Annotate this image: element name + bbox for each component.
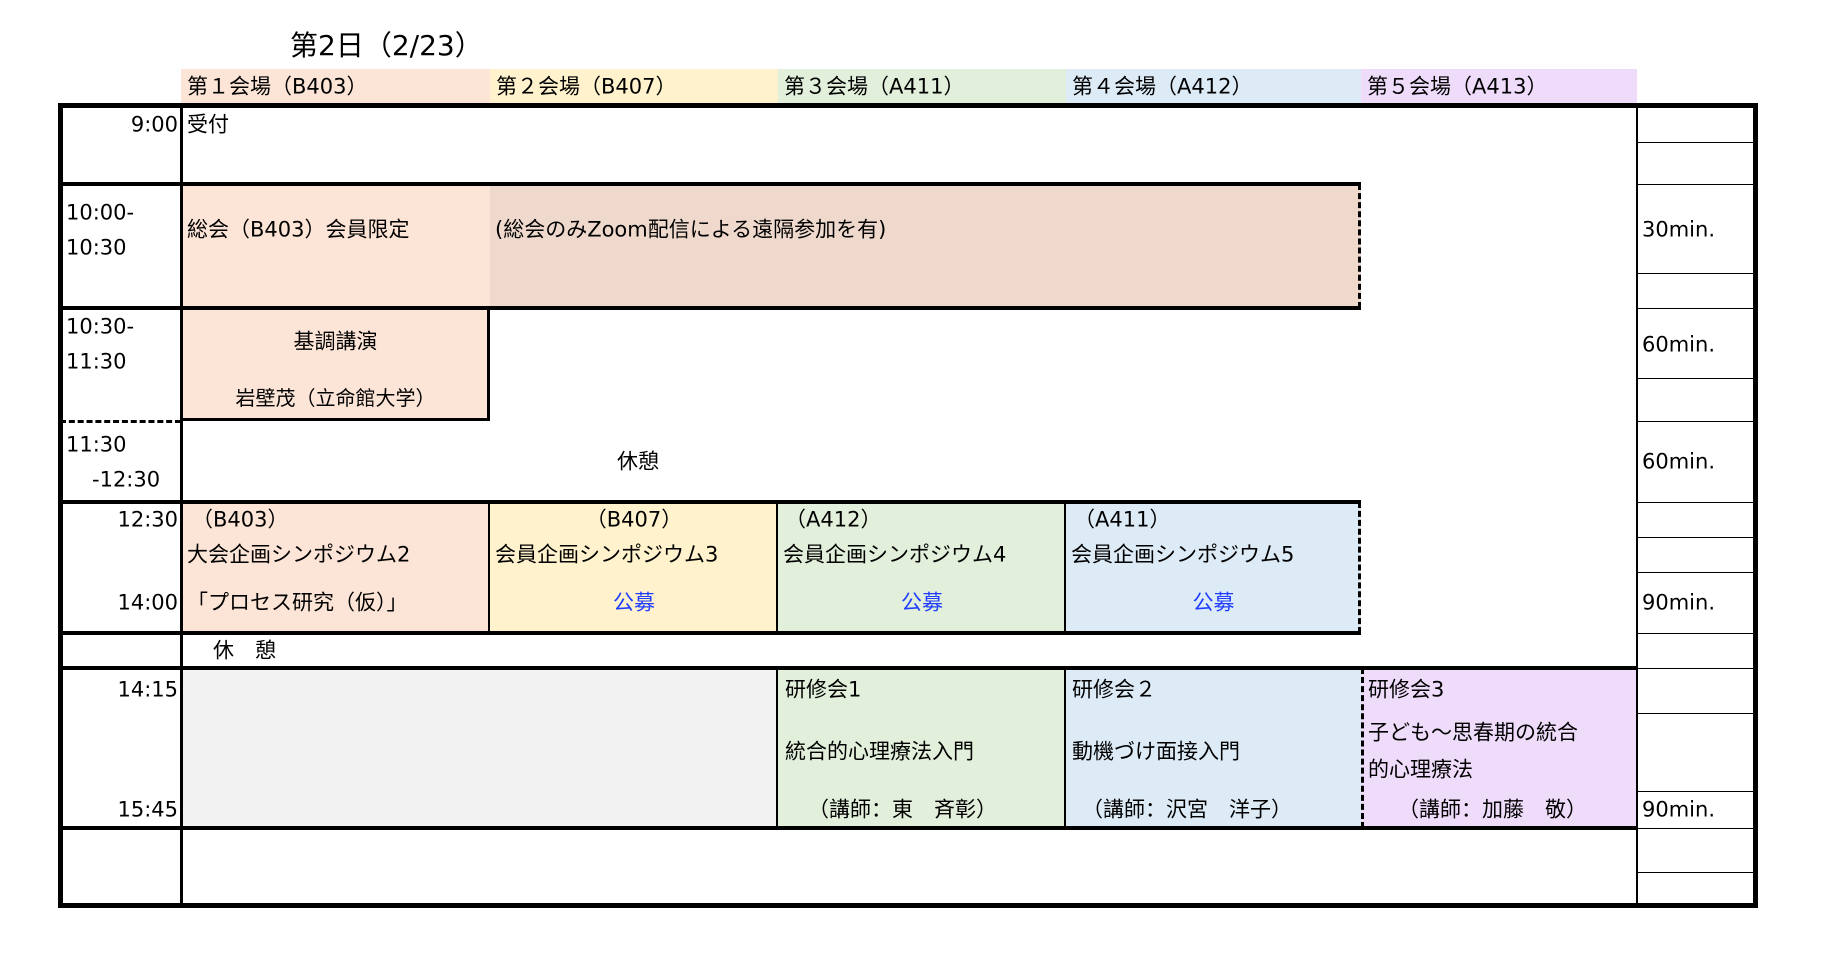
duration-row-line (1637, 378, 1755, 379)
workshop-title: 研修会3 (1368, 677, 1445, 702)
workshop-lecturer: （講師：沢宮 洋子） (1082, 797, 1292, 822)
duration-label: 30min. (1642, 217, 1715, 242)
symposium-title: 会員企画シンポジウム4 (783, 542, 1007, 567)
duration-row-line (1637, 828, 1755, 829)
venue-label: 第３会場（A411） (784, 74, 965, 99)
time-label: 14:00 (117, 590, 178, 615)
dashed-divider (60, 420, 181, 423)
time-label: 10:30 (66, 235, 127, 260)
duration-row-line (1637, 502, 1755, 503)
general-meeting-block (181, 184, 490, 308)
workshop-block-1 (778, 668, 1066, 828)
workshop-block-3 (1361, 668, 1637, 828)
symposium-subtitle: 「プロセス研究（仮）」 (187, 590, 408, 615)
time-label: 9:00 (130, 112, 178, 137)
time-label: 10:30- (66, 314, 135, 339)
venue-label: 第４会場（A412） (1072, 74, 1253, 99)
venue-header-4: 第４会場（A412） (1066, 69, 1361, 103)
duration-row-line (1637, 713, 1755, 714)
symposium-subtitle: 公募 (613, 590, 655, 615)
symposium-room: （A412） (785, 507, 882, 532)
workshop-topic: 動機づけ面接入門 (1072, 739, 1240, 764)
workshop-block-2 (1066, 668, 1361, 828)
symposium-block-4 (778, 502, 1066, 633)
workshop-lecturer: （講師：東 斉彰） (808, 797, 997, 822)
general-meeting-label: 総会（B403）会員限定 (187, 217, 410, 242)
break-label: 休 憩 (213, 638, 276, 663)
duration-column-divider (1636, 105, 1638, 906)
duration-row-line (1637, 572, 1755, 573)
time-column-divider (180, 421, 183, 906)
symposium-subtitle: 公募 (901, 590, 943, 615)
keynote-speaker: 岩壁茂（立命館大学） (235, 386, 436, 410)
venue-label: 第２会場（B407） (496, 74, 677, 99)
venue-header-1: 第１会場（B403） (181, 69, 490, 103)
time-label: -12:30 (92, 467, 161, 492)
duration-label: 60min. (1642, 449, 1715, 474)
time-column-divider (180, 105, 183, 421)
row-divider (60, 306, 1361, 310)
symposium-room: （B407） (585, 507, 683, 532)
general-meeting-note: (総会のみZoom配信による遠隔参加を有) (495, 217, 887, 242)
venue-label: 第１会場（B403） (187, 74, 368, 99)
time-label: 12:30 (117, 507, 178, 532)
row-divider (60, 500, 1361, 504)
time-label: 15:45 (117, 797, 178, 822)
duration-label: 90min. (1642, 797, 1715, 822)
general-meeting-remote-block (490, 184, 1361, 308)
keynote-block (181, 308, 490, 421)
page-title: 第2日（2/23） (290, 29, 483, 62)
symposium-block-2 (181, 502, 490, 633)
symposium-subtitle: 公募 (1192, 590, 1235, 615)
duration-row-line (1637, 142, 1755, 143)
venue-header-2: 第２会場（B407） (490, 69, 778, 103)
time-label: 10:00- (66, 200, 135, 225)
symposium-title: 会員企画シンポジウム3 (495, 542, 719, 567)
symposium-block-3 (490, 502, 778, 633)
workshop-topic: 的心理療法 (1368, 757, 1473, 782)
symposium-title: 大会企画シンポジウム2 (187, 542, 411, 567)
duration-row-line (1637, 668, 1755, 669)
keynote-title: 基調講演 (293, 329, 378, 354)
workshop-lecturer: （講師：加藤 敬） (1398, 797, 1587, 822)
break-label: 休憩 (617, 449, 659, 474)
time-label: 11:30 (66, 349, 127, 374)
duration-row-line (1637, 791, 1755, 792)
row-divider (60, 666, 1636, 670)
venue-header-5: 第５会場（A413） (1361, 69, 1637, 103)
workshop-topic: 子ども～思春期の統合 (1368, 720, 1578, 745)
symposium-room: （A411） (1074, 507, 1171, 532)
row-divider (60, 182, 1361, 186)
reception-label: 受付 (187, 112, 229, 137)
symposium-block-5 (1066, 502, 1361, 633)
duration-row-line (1637, 421, 1755, 422)
duration-row-line (1637, 308, 1755, 309)
row-divider (60, 826, 1636, 830)
workshop-title: 研修会２ (1072, 677, 1156, 702)
venue-label: 第５会場（A413） (1367, 74, 1548, 99)
symposium-title: 会員企画シンポジウム5 (1071, 542, 1295, 567)
row-divider (60, 631, 1361, 635)
empty-block (181, 668, 778, 828)
workshop-topic: 統合的心理療法入門 (785, 739, 974, 764)
time-label: 11:30 (66, 432, 127, 457)
duration-row-line (1637, 872, 1755, 873)
duration-label: 60min. (1642, 332, 1715, 357)
duration-row-line (1637, 184, 1755, 185)
duration-row-line (1637, 273, 1755, 274)
duration-row-line (1637, 537, 1755, 538)
symposium-room: （B403） (192, 507, 289, 532)
workshop-title: 研修会1 (785, 677, 862, 702)
duration-label: 90min. (1642, 590, 1715, 615)
time-label: 14:15 (117, 677, 178, 702)
schedule-frame (58, 103, 1758, 908)
venue-header-3: 第３会場（A411） (778, 69, 1066, 103)
duration-row-line (1637, 633, 1755, 634)
